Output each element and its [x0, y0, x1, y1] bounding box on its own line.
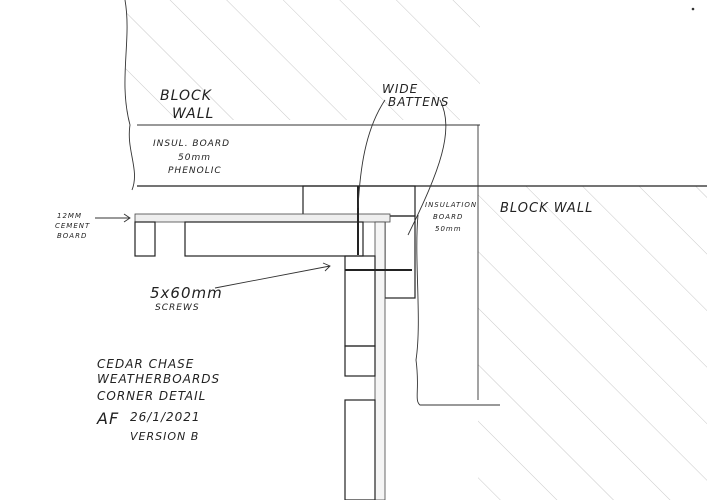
svg-text:26/1/2021: 26/1/2021: [130, 410, 201, 424]
svg-text:INSULATION: INSULATION: [425, 201, 477, 209]
svg-text:50mm: 50mm: [178, 153, 211, 163]
svg-text:INSUL. BOARD: INSUL. BOARD: [153, 139, 230, 149]
cement-board-arrow: [95, 213, 131, 223]
svg-text:5x60mm: 5x60mm: [150, 284, 223, 302]
svg-text:BLOCK: BLOCK: [160, 88, 213, 104]
svg-text:WALL: WALL: [172, 106, 214, 122]
svg-text:SCREWS: SCREWS: [155, 303, 200, 313]
weatherboard-vertical-3: [344, 399, 376, 500]
svg-text:BATTENS: BATTENS: [388, 95, 449, 109]
weatherboard-end: [134, 221, 156, 257]
svg-text:BOARD: BOARD: [433, 213, 463, 221]
svg-text:CORNER DETAIL: CORNER DETAIL: [97, 389, 206, 403]
weatherboard-vertical-2: [344, 345, 376, 377]
cement-board-vertical: [374, 221, 386, 500]
svg-text:VERSION B: VERSION B: [130, 430, 199, 443]
wall-edge-wavy: [124, 0, 135, 191]
svg-text:WEATHERBOARDS: WEATHERBOARDS: [97, 372, 220, 386]
svg-text:CEDAR CHASE: CEDAR CHASE: [97, 357, 194, 371]
wide-battens-leader-1: [357, 99, 386, 209]
svg-text:12MM: 12MM: [57, 212, 82, 220]
block-wall-left: [124, 0, 480, 120]
svg-text:BOARD: BOARD: [57, 232, 87, 240]
side-batten: [384, 215, 416, 299]
screws-arrow: [214, 262, 331, 289]
wide-battens-leader-2: [407, 99, 447, 236]
svg-text:CEMENT: CEMENT: [55, 222, 90, 230]
block-wall-right-label: BLOCK WALL: [500, 201, 593, 216]
insulation-board-label: INSULATION BOARD 50mm: [425, 201, 477, 233]
cement-board-label: 12MM CEMENT BOARD: [55, 212, 90, 240]
title-block: CEDAR CHASE WEATHERBOARDS CORNER DETAIL …: [96, 357, 220, 443]
wide-battens-label: WIDE BATTENS: [382, 82, 449, 109]
stray-dot: [691, 7, 695, 11]
svg-text:PHENOLIC: PHENOLIC: [168, 166, 222, 176]
insul-board-label: INSUL. BOARD 50mm PHENOLIC: [153, 139, 230, 176]
insulation-inner-edge: [415, 214, 500, 406]
block-wall-left-label: BLOCK WALL: [160, 88, 214, 122]
svg-text:AF: AF: [96, 409, 119, 428]
svg-text:50mm: 50mm: [435, 225, 462, 233]
block-wall-right: [478, 186, 707, 500]
screws-label: 5x60mm SCREWS: [150, 284, 223, 313]
cement-board-horizontal: [134, 213, 391, 223]
svg-text:WIDE: WIDE: [382, 82, 418, 96]
weatherboard-horizontal: [184, 221, 364, 257]
